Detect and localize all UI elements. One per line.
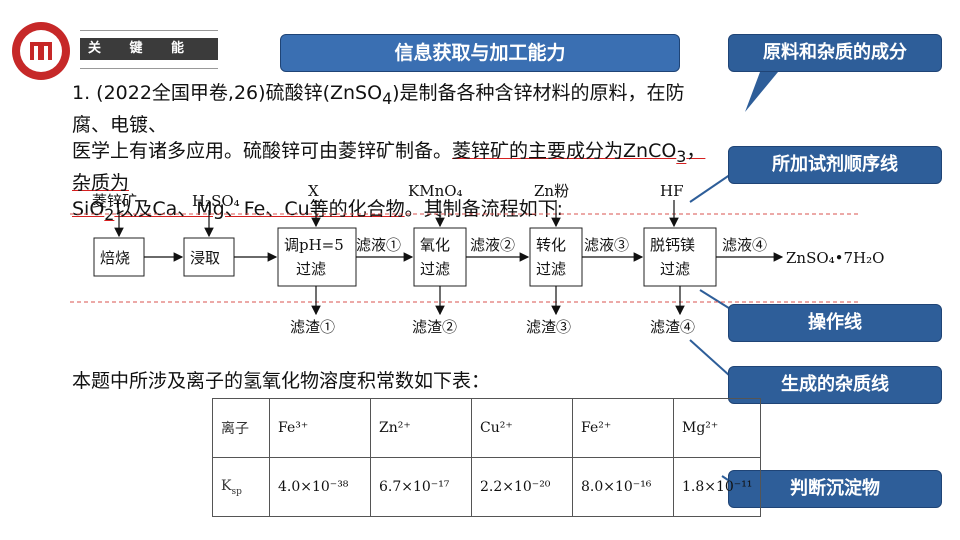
input-zn: Zn粉 xyxy=(534,182,569,200)
ksp-cell: 6.7×10⁻¹⁷ xyxy=(370,457,472,517)
input-h2so4: H₂SO₄ xyxy=(192,192,240,210)
step-box-roast xyxy=(93,237,145,277)
pointer-raw-material xyxy=(745,72,778,112)
header-divider-top xyxy=(80,30,218,31)
step-leach: 浸取 xyxy=(190,249,220,267)
step-box-ph xyxy=(277,227,357,287)
ion-cell: Zn²⁺ xyxy=(370,398,472,458)
residue-1: 滤渣① xyxy=(290,318,335,336)
callout-operation-line: 操作线 xyxy=(728,304,942,342)
callout-reagent-line: 所加试剂顺序线 xyxy=(728,146,942,184)
callout-impurity-line: 生成的杂质线 xyxy=(728,366,942,404)
step-box-convert xyxy=(529,227,583,287)
residue-2: 滤渣② xyxy=(412,318,457,336)
step-box-decamg xyxy=(643,227,717,287)
key-ability-label: 关 键 能 力 xyxy=(80,38,218,78)
row-header-ksp: Ksp xyxy=(212,457,270,517)
residue-4: 滤渣④ xyxy=(650,318,695,336)
step-convert: 转化 xyxy=(536,236,566,254)
table-intro: 本题中所涉及离子的氢氧化物溶度积常数如下表： xyxy=(72,370,491,392)
ksp-cell: 2.2×10⁻²⁰ xyxy=(471,457,573,517)
filtrate-2: 滤液② xyxy=(470,236,515,254)
process-flow: 菱锌矿 H₂SO₄ X KMnO₄ Zn粉 HF 焙烧 浸取 调pH=5 过滤 … xyxy=(70,182,884,336)
problem-text: 1. (2022全国甲卷,26)硫酸锌(ZnSO4)是制备各种含锌材料的原料，在… xyxy=(72,82,706,224)
ion-cell: Cu²⁺ xyxy=(471,398,573,458)
table-row-ksp: Ksp 4.0×10⁻³⁸ 6.7×10⁻¹⁷ 2.2×10⁻²⁰ 8.0×10… xyxy=(212,457,762,517)
ksp-cell: 4.0×10⁻³⁸ xyxy=(269,457,371,517)
step-oxidize-filter: 过滤 xyxy=(420,260,450,278)
step-decamg-filter: 过滤 xyxy=(660,260,690,278)
ksp-cell: 8.0×10⁻¹⁶ xyxy=(572,457,674,517)
ksp-table: 离子 Fe³⁺ Zn²⁺ Cu²⁺ Fe²⁺ Mg²⁺ Ksp 4.0×10⁻³… xyxy=(212,398,762,517)
step-decamg: 脱钙镁 xyxy=(650,236,695,254)
input-kmno4: KMnO₄ xyxy=(408,182,463,200)
title-callout: 信息获取与加工能力 xyxy=(280,34,680,72)
input-x: X xyxy=(308,182,319,200)
ksp-cell: 1.8×10⁻¹¹ xyxy=(672,457,762,517)
step-roast: 焙烧 xyxy=(100,249,130,267)
filtrate-1: 滤液① xyxy=(356,236,401,254)
table-row-ions: 离子 Fe³⁺ Zn²⁺ Cu²⁺ Fe²⁺ Mg²⁺ xyxy=(212,398,762,458)
step-box-leach xyxy=(183,237,235,277)
step-oxidize: 氧化 xyxy=(420,236,450,254)
step-ph-filter: 过滤 xyxy=(296,260,326,278)
filtrate-4: 滤液④ xyxy=(722,236,767,254)
input-ore: 菱锌矿 xyxy=(92,192,137,210)
ion-cell: Fe²⁺ xyxy=(572,398,674,458)
step-box-oxidize xyxy=(413,227,467,287)
input-hf: HF xyxy=(660,182,684,200)
step-ph: 调pH=5 xyxy=(284,236,344,254)
step-convert-filter: 过滤 xyxy=(536,260,566,278)
header-divider-bottom xyxy=(80,68,218,69)
residue-3: 滤渣③ xyxy=(526,318,571,336)
ion-cell: Mg²⁺ xyxy=(672,398,762,458)
product: ZnSO₄•7H₂O xyxy=(786,249,884,267)
school-logo xyxy=(12,22,70,80)
callout-raw-material: 原料和杂质的成分 xyxy=(728,34,942,72)
ion-cell: Fe³⁺ xyxy=(269,398,371,458)
filtrate-3: 滤液③ xyxy=(584,236,629,254)
row-header-ion: 离子 xyxy=(212,398,270,458)
